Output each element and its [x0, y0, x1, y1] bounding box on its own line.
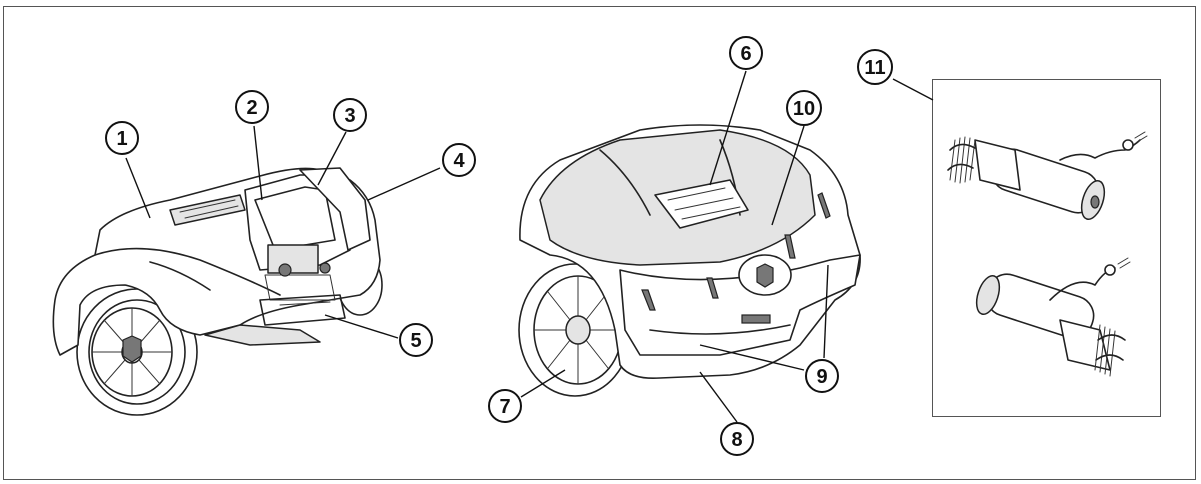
callout-10-label: 10	[793, 98, 815, 120]
callout-6-label: 6	[740, 43, 751, 65]
robotic-mower-closed-icon	[518, 124, 861, 397]
leader-11	[892, 78, 934, 101]
callout-9: 9	[805, 359, 839, 393]
callout-7-label: 7	[499, 396, 510, 418]
robotic-mower-open-icon	[52, 167, 383, 416]
callout-11-label: 11	[864, 57, 885, 79]
callout-4: 4	[442, 143, 476, 177]
leader-1	[125, 157, 151, 219]
leader-8	[699, 371, 738, 423]
leader-lines	[125, 70, 934, 423]
brush-accessory-icon	[947, 131, 1148, 377]
callout-5: 5	[399, 323, 433, 357]
callout-2: 2	[235, 90, 269, 124]
leader-9a	[699, 344, 805, 371]
callout-2-label: 2	[246, 97, 257, 119]
callout-8: 8	[720, 422, 754, 456]
leader-5	[324, 314, 399, 339]
leader-10	[771, 125, 805, 226]
callout-1-label: 1	[116, 128, 127, 150]
callout-5-label: 5	[410, 330, 421, 352]
callout-3: 3	[333, 98, 367, 132]
callout-9-label: 9	[816, 366, 827, 388]
callout-7: 7	[488, 389, 522, 423]
callout-6: 6	[729, 36, 763, 70]
callout-8-label: 8	[731, 429, 742, 451]
leader-4	[367, 167, 441, 201]
leader-6	[709, 70, 747, 186]
callout-10: 10	[786, 90, 822, 126]
leader-2	[253, 125, 263, 201]
leader-3	[317, 131, 347, 186]
leader-7	[520, 369, 566, 398]
callout-1: 1	[105, 121, 139, 155]
callout-11: 11	[857, 49, 893, 85]
leader-9b	[823, 264, 829, 359]
callout-4-label: 4	[453, 150, 465, 172]
callout-3-label: 3	[344, 105, 355, 127]
